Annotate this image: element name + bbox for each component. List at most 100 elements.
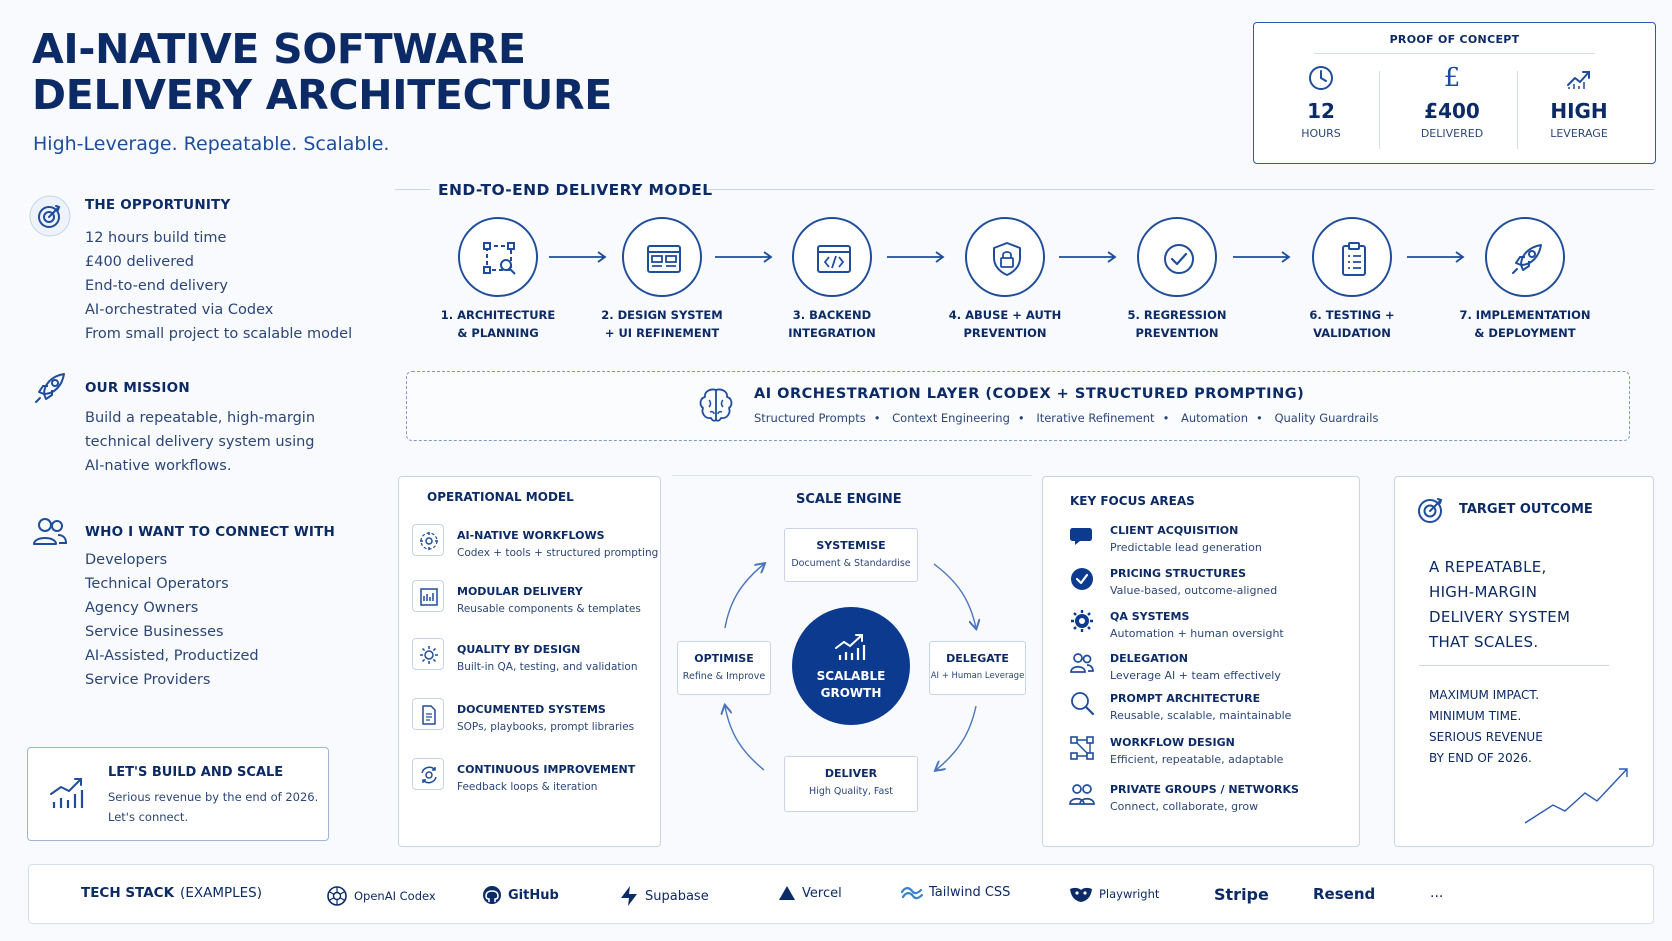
om-item-title: DOCUMENTED SYSTEMS [457, 703, 606, 716]
step-label-line: 7. IMPLEMENTATION [1459, 308, 1591, 322]
step-label-line: VALIDATION [1313, 326, 1391, 340]
list-item: From small project to scalable model [85, 326, 353, 342]
cta-card[interactable]: LET'S BUILD AND SCALE Serious revenue by… [27, 747, 329, 841]
orchestration-item: Quality Guardrails [1274, 411, 1379, 425]
target-sub-line: MAXIMUM IMPACT. [1429, 688, 1540, 702]
tech-resend[interactable]: Resend [1313, 885, 1375, 903]
step-2-circle[interactable] [622, 217, 702, 297]
network-icon [412, 524, 444, 556]
tech-stack-label: TECH STACK(EXAMPLES) [81, 885, 262, 901]
connect-list: Developers Technical Operators Agency Ow… [85, 548, 259, 692]
orchestration-title: AI ORCHESTRATION LAYER (CODEX + STRUCTUR… [754, 386, 1305, 402]
layout-icon [647, 245, 681, 273]
step-1-circle[interactable] [458, 217, 538, 297]
delegate-sub: AI + Human Leverage [930, 671, 1025, 681]
list-item: Agency Owners [85, 600, 199, 616]
tech-more[interactable]: ... [1430, 885, 1443, 901]
openai-icon [327, 886, 347, 906]
title-line-1: AI-NATIVE SOFTWARE [32, 25, 526, 73]
tech-name: Tailwind CSS [929, 885, 1011, 900]
arrow-icon [1233, 251, 1291, 263]
tech-github[interactable]: GitHub [482, 885, 559, 905]
opportunity-title: THE OPPORTUNITY [85, 197, 231, 213]
step-label-line: & PLANNING [457, 326, 539, 340]
poc-stat-value: 12 [1307, 99, 1335, 123]
step-7-circle[interactable] [1485, 217, 1565, 297]
step-label-line: 2. DESIGN SYSTEM [601, 308, 723, 322]
group-icon [1069, 784, 1095, 805]
step-label-line: INTEGRATION [788, 326, 876, 340]
tech-name: Playwright [1099, 887, 1160, 901]
step-label-line: 4. ABUSE + AUTH [948, 308, 1062, 322]
step-3-circle[interactable] [792, 217, 872, 297]
list-item: Service Providers [85, 672, 211, 688]
target-icon [28, 194, 72, 238]
page-subtitle: High-Leverage. Repeatable. Scalable. [33, 133, 390, 155]
brain-icon [696, 386, 736, 424]
poc-stat-value: £400 [1424, 99, 1480, 123]
om-item-sub: Codex + tools + structured prompting [457, 547, 659, 559]
poc-stat-label: LEVERAGE [1550, 127, 1608, 140]
kf-item-title: PRIVATE GROUPS / NETWORKS [1110, 783, 1299, 796]
cta-line-2: Let's connect. [108, 810, 189, 824]
check-badge-icon [1071, 568, 1093, 590]
target-sub-line: MINIMUM TIME. [1429, 709, 1522, 723]
orchestration-items: Structured Prompts• Context Engineering•… [754, 411, 1379, 425]
step-6-circle[interactable] [1312, 217, 1392, 297]
center-line-1: SCALABLE [816, 669, 886, 683]
tech-name: Supabase [645, 888, 709, 904]
mission-line: technical delivery system using [85, 434, 315, 450]
step-label-line: 5. REGRESSION [1127, 308, 1227, 322]
step-label-line: PREVENTION [963, 326, 1047, 340]
kf-item-title: PROMPT ARCHITECTURE [1110, 692, 1261, 705]
systemise-title: SYSTEMISE [816, 539, 886, 552]
deliver-box[interactable]: DELIVER High Quality, Fast [784, 756, 918, 812]
systemise-box[interactable]: SYSTEMISE Document & Standardise [784, 528, 918, 582]
github-icon [483, 886, 501, 904]
delegate-box[interactable]: DELEGATE AI + Human Leverage [929, 641, 1026, 695]
operational-model-title: OPERATIONAL MODEL [427, 490, 574, 504]
step-label-line: 3. BACKEND [792, 308, 872, 322]
tech-playwright[interactable]: Playwright [1069, 885, 1159, 903]
tech-stripe[interactable]: Stripe [1214, 885, 1269, 904]
target-outcome-sub: MAXIMUM IMPACT. MINIMUM TIME. SERIOUS RE… [1429, 685, 1543, 769]
step-5-circle[interactable] [1137, 217, 1217, 297]
om-item-sub: Feedback loops & iteration [457, 781, 598, 793]
mission-title: OUR MISSION [85, 380, 190, 396]
cycle-gear-icon [412, 758, 444, 790]
arrow-icon [715, 251, 773, 263]
delegate-title: DELEGATE [946, 652, 1009, 665]
tech-tailwind[interactable]: Tailwind CSS [901, 885, 1010, 900]
arrow-icon [887, 251, 945, 263]
target-line: THAT SCALES. [1429, 633, 1539, 651]
delivery-model-title: END-TO-END DELIVERY MODEL [438, 181, 713, 199]
clock-icon [1306, 63, 1336, 93]
deliver-sub: High Quality, Fast [809, 786, 893, 797]
scale-engine-cycle [672, 520, 1032, 840]
optimise-box[interactable]: OPTIMISE Refine & Improve [677, 641, 771, 695]
pound-icon: £ [1443, 63, 1461, 93]
tech-vercel[interactable]: Vercel [778, 885, 842, 901]
deliver-title: DELIVER [824, 767, 878, 780]
orchestration-layer [406, 371, 1630, 441]
kf-item-title: CLIENT ACQUISITION [1110, 524, 1239, 537]
list-item: AI-Assisted, Productized [85, 648, 259, 664]
om-item-title: QUALITY BY DESIGN [457, 643, 581, 656]
tech-name: OpenAI Codex [354, 889, 436, 903]
arrow-icon [1059, 251, 1117, 263]
rocket-icon [32, 370, 68, 406]
step-label-line: & DEPLOYMENT [1474, 326, 1576, 340]
step-label-line: 1. ARCHITECTURE [440, 308, 556, 322]
tech-more-ellipsis: ... [1430, 885, 1444, 901]
step-7-label: 7. IMPLEMENTATION & DEPLOYMENT [1440, 306, 1610, 342]
step-4-circle[interactable] [965, 217, 1045, 297]
tech-supabase[interactable]: Supabase [619, 885, 709, 907]
list-item: Service Businesses [85, 624, 224, 640]
cta-line-1: Serious revenue by the end of 2026. [108, 790, 319, 804]
document-icon [412, 698, 444, 730]
arrow-icon [549, 251, 607, 263]
playwright-icon [1070, 887, 1092, 902]
growth-chart-icon [835, 634, 866, 660]
tech-openai[interactable]: OpenAI Codex [326, 885, 436, 907]
